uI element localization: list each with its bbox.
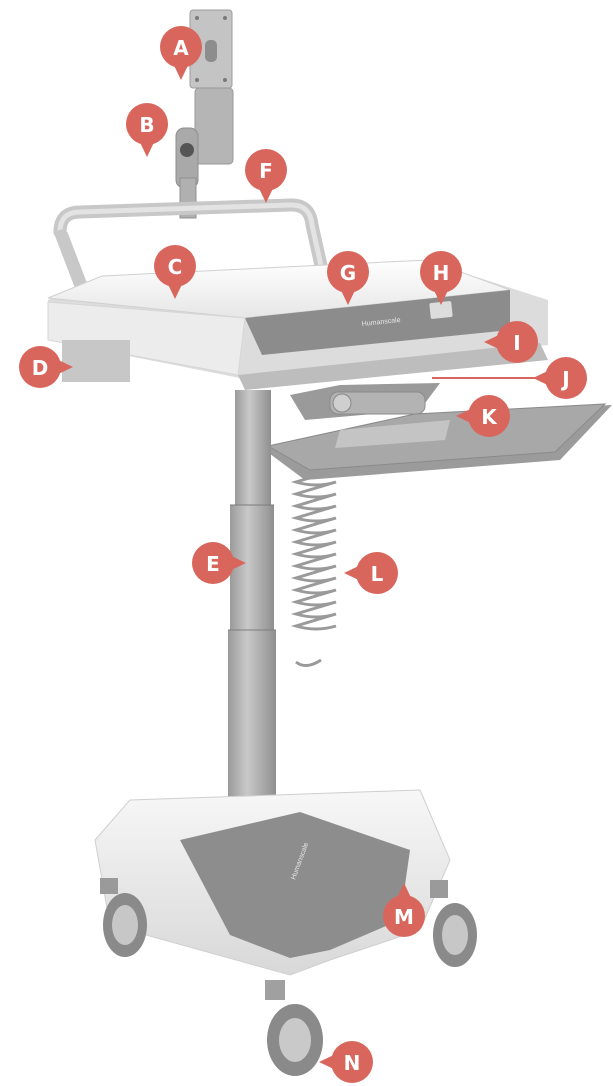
callout-label: B [139, 113, 154, 137]
caster-back-right [430, 880, 477, 967]
work-surface: Humanscale [48, 260, 548, 390]
callout-label: E [206, 552, 220, 576]
callout-label: M [394, 905, 414, 929]
callout-label: K [481, 405, 498, 429]
callout-label: C [168, 255, 183, 279]
callout-l: L [344, 552, 398, 594]
callout-j: J [533, 357, 587, 399]
caster-front [265, 980, 323, 1076]
callout-label: L [371, 562, 384, 586]
base: Humanscale [95, 790, 450, 975]
callout-label: F [259, 159, 273, 183]
callout-label: H [433, 261, 450, 285]
callout-label: G [340, 261, 356, 285]
column [228, 390, 276, 845]
callout-b: B [126, 103, 168, 157]
callout-label: I [513, 331, 520, 355]
callout-f: F [245, 149, 287, 203]
callout-label: N [344, 1051, 361, 1075]
callout-label: A [173, 36, 189, 60]
coiled-cable [296, 470, 336, 666]
callout-label: J [560, 367, 569, 391]
callout-n: N [319, 1041, 373, 1083]
callout-label: D [32, 356, 49, 380]
